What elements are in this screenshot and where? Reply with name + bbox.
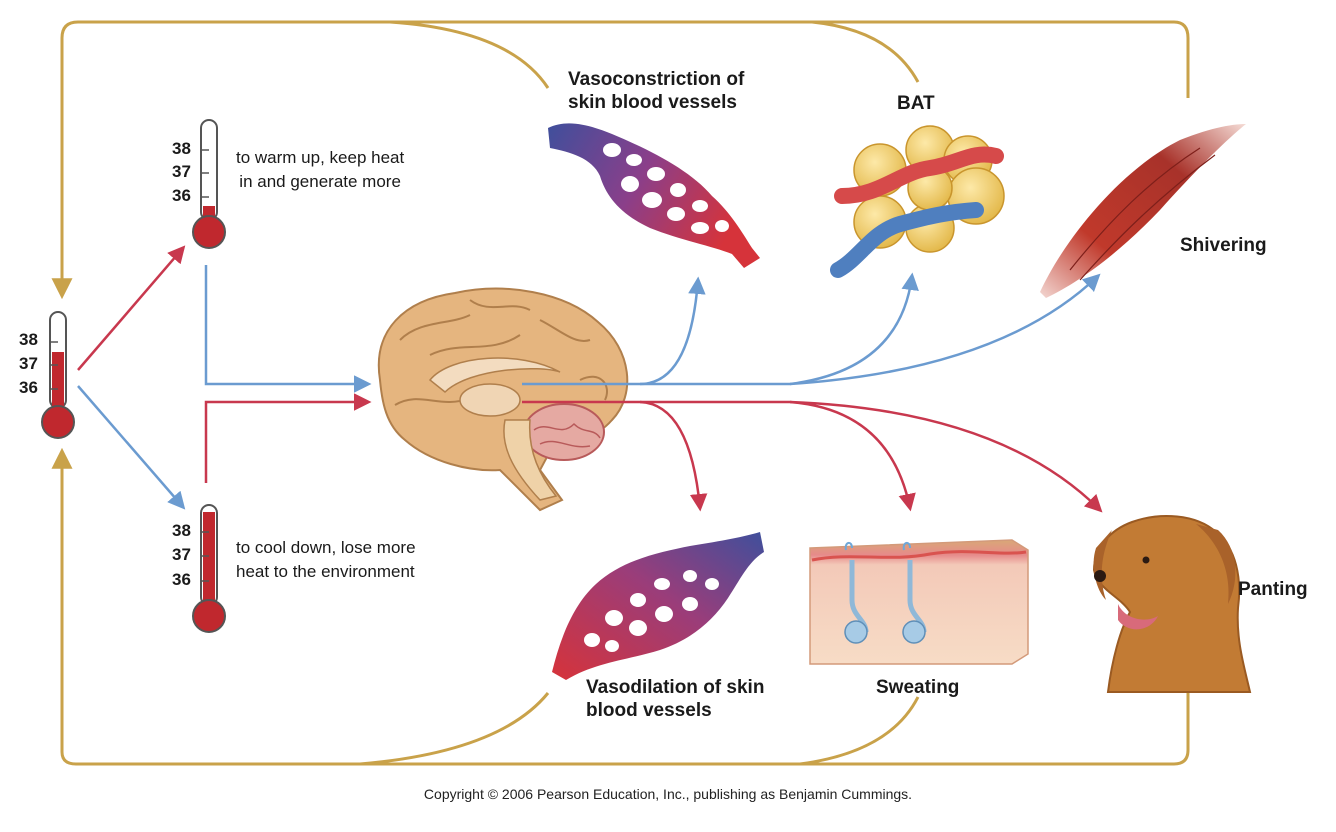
- low-thermometer-tick-36: 36: [172, 186, 191, 205]
- body-thermometer-tick-37: 37: [19, 354, 38, 373]
- arrow-to-sweating: [640, 400, 916, 512]
- low-temperature-thermometer: [192, 119, 226, 249]
- copyright-notice: Copyright © 2006 Pearson Education, Inc.…: [423, 786, 913, 802]
- high-temperature-thermometer: [192, 504, 226, 633]
- high-thermometer-tick-38: 38: [172, 521, 191, 540]
- high-thermometer-tick-36: 36: [172, 570, 191, 589]
- feedback-loop-bottom: [51, 447, 1190, 766]
- constricted-vessels-illustration: [548, 123, 760, 268]
- body-thermometer-tick-36: 36: [19, 378, 38, 397]
- vasoconstriction-label: Vasoconstriction of skin blood vessels: [568, 69, 745, 113]
- arrow-to-shivering: [789, 273, 1101, 386]
- low-thermometer-tick-37: 37: [172, 162, 191, 181]
- arrow-to-cold: [77, 245, 186, 371]
- brain-illustration: [377, 287, 629, 512]
- skin-section-illustration: [809, 539, 1029, 665]
- dilated-vessels-illustration: [552, 532, 764, 680]
- bat-label: BAT: [897, 93, 935, 114]
- skeletal-muscle-illustration: [1040, 124, 1246, 298]
- arrow-to-bat: [640, 272, 919, 386]
- brown-adipose-tissue-illustration: [830, 125, 1005, 278]
- arrow-cold-to-brain: [204, 265, 372, 393]
- arrow-to-hot: [77, 385, 186, 510]
- sweating-label: Sweating: [876, 677, 960, 698]
- shivering-label: Shivering: [1180, 235, 1267, 256]
- low-thermometer-tick-38: 38: [172, 139, 191, 158]
- panting-label: Panting: [1238, 579, 1308, 600]
- vasodilation-label: Vasodilation of skin blood vessels: [586, 677, 765, 721]
- high-thermometer-tick-37: 37: [172, 545, 191, 564]
- arrow-to-panting: [789, 400, 1103, 513]
- cool-down-note: to cool down, lose more heat to the envi…: [236, 538, 416, 581]
- warm-up-note: to warm up, keep heat in and generate mo…: [236, 148, 405, 191]
- arrow-hot-to-brain: [204, 393, 372, 483]
- body-thermometer: [41, 311, 75, 439]
- body-thermometer-tick-38: 38: [19, 330, 38, 349]
- dog-illustration: [1092, 515, 1252, 693]
- feedback-loop-top: [51, 20, 1190, 300]
